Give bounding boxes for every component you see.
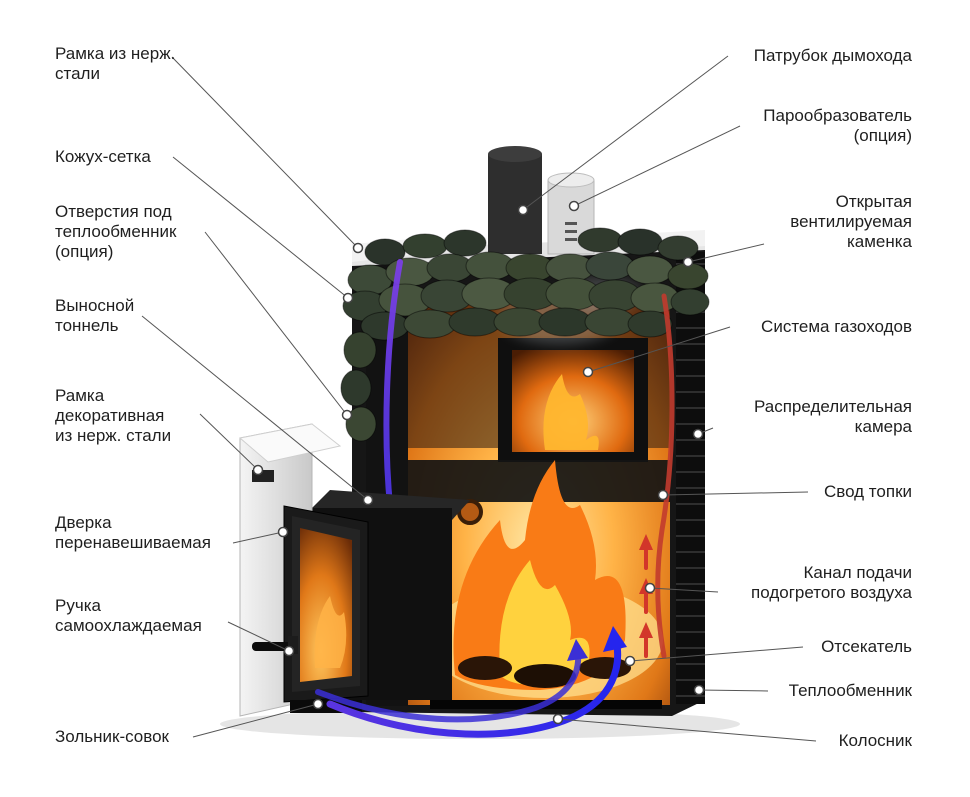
label-self-cooling-handle: Ручка самоохлаждаемая [55, 596, 202, 635]
upper-flame [543, 374, 599, 450]
chimney [488, 146, 542, 254]
label-heat-exchanger-holes: Отверстия под теплообменник (опция) [55, 202, 177, 261]
label-gas-duct-system: Система газоходов [761, 317, 912, 336]
label-ash-pan-scoop: Зольник-совок [55, 727, 169, 746]
ground-shadow [220, 709, 740, 739]
label-chimney-pipe: Патрубок дымохода [753, 46, 912, 65]
callout-dots [252, 200, 705, 725]
label-steam-generator: Парообразователь (опция) [763, 106, 912, 145]
label-heated-air-channel: Канал подачи подогретого воздуха [751, 563, 912, 602]
label-firebox-arch: Свод топки [823, 482, 912, 501]
label-open-heater: Открытая вентилируемая каменка [790, 192, 912, 251]
leader-lines [141, 55, 817, 742]
door-assembly [238, 423, 470, 717]
air-supply-flow [315, 626, 627, 738]
label-door-reversible: Дверка перенавешиваемая [55, 513, 211, 552]
label-decorative-frame: Рамка декоративная из нерж. стали [55, 386, 172, 445]
stones [340, 227, 710, 442]
label-frame-stainless: Рамка из нерж. стали [55, 44, 176, 83]
main-flame [453, 460, 626, 690]
label-heat-exchanger: Теплообменник [788, 681, 912, 700]
label-distribution-chamber: Распределительная камера [753, 397, 912, 436]
label-grate: Колосник [838, 731, 912, 750]
label-cutoff: Отсекатель [821, 637, 912, 656]
label-remote-tunnel: Выносной тоннель [55, 296, 135, 335]
label-mesh-casing: Кожух-сетка [55, 147, 151, 166]
